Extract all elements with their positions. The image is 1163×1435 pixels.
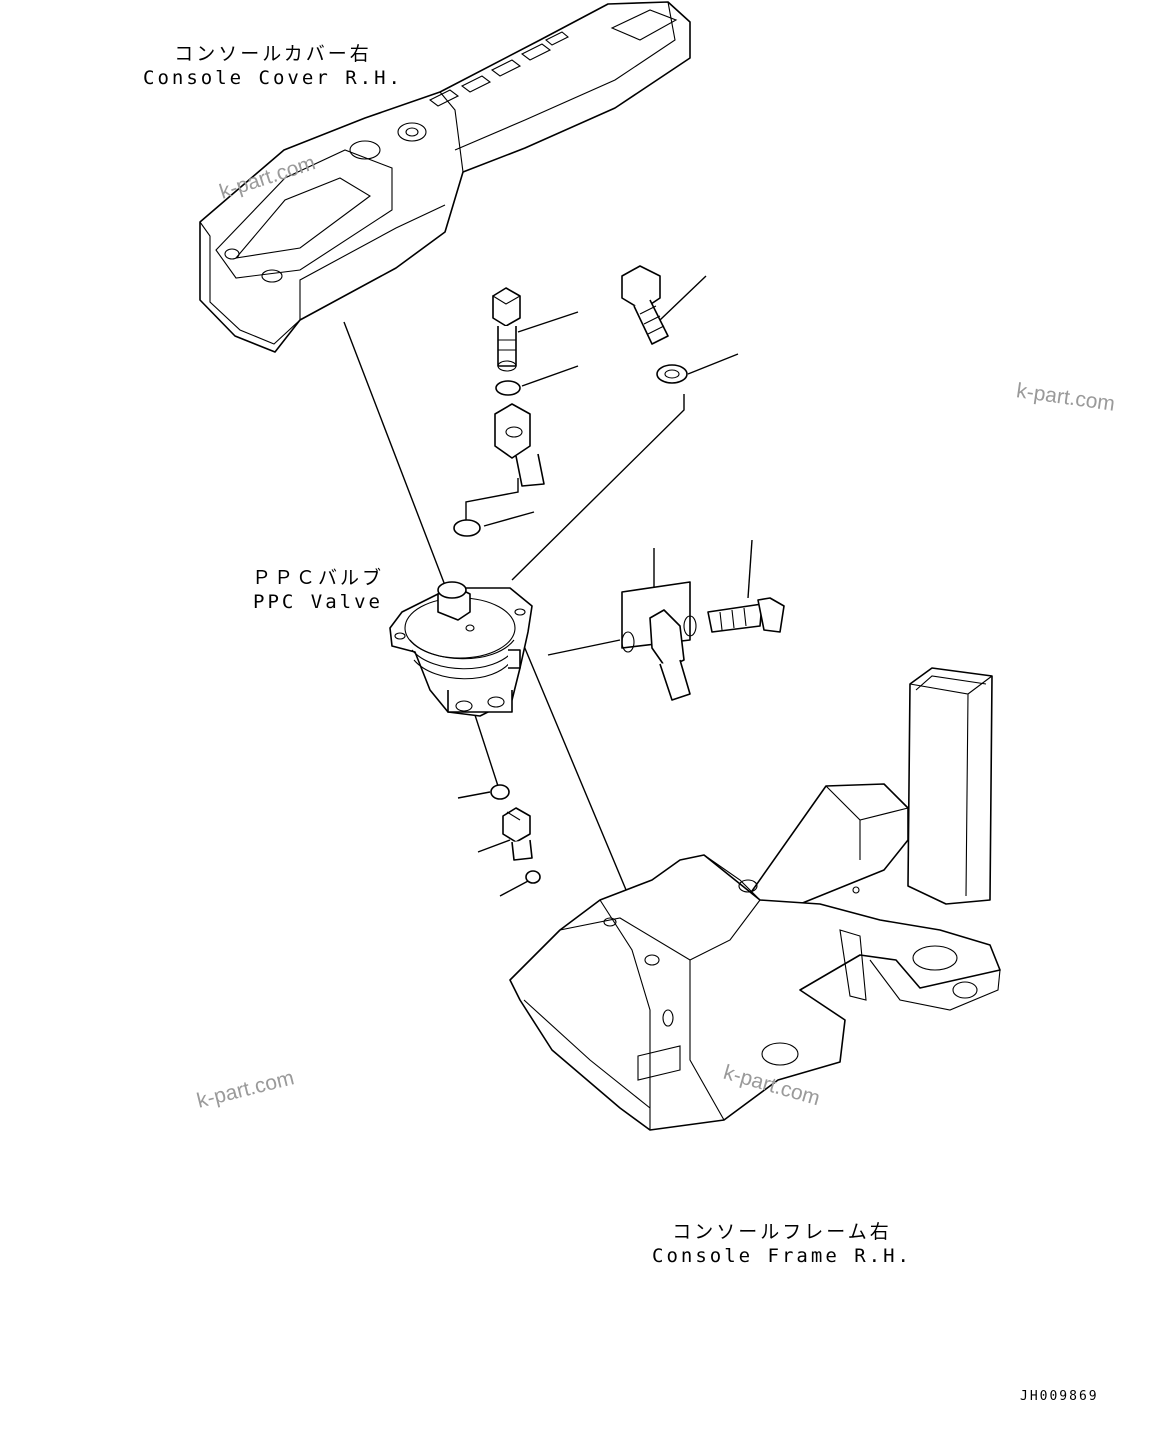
o-ring-part-2 [453, 519, 481, 537]
o-ring-part-4 [525, 870, 541, 884]
ppc-valve-en: PPC Valve [253, 591, 383, 613]
washer-part [656, 364, 688, 384]
ppc-valve-label: ＰＰＣバルブ PPC Valve [252, 566, 384, 614]
o-ring-part-3 [490, 784, 510, 800]
ppc-valve-part [389, 581, 533, 717]
console-cover-en: Console Cover R.H. [143, 67, 403, 89]
o-ring-part [495, 380, 521, 396]
bolt-part-2 [707, 597, 785, 633]
elbow-fitting-part [494, 403, 545, 487]
console-cover-jp: コンソールカバー右 [174, 43, 372, 65]
console-frame-part [509, 667, 1001, 1131]
ppc-valve-jp: ＰＰＣバルブ [251, 567, 385, 589]
bolt-part [492, 287, 521, 372]
console-cover-part [199, 1, 691, 353]
hex-bolt-part [621, 265, 669, 345]
pin-rod-part [649, 609, 691, 701]
console-frame-label: コンソールフレーム右 Console Frame R.H. [652, 1220, 912, 1268]
adapter-fitting-part [502, 807, 533, 861]
console-frame-en: Console Frame R.H. [652, 1245, 912, 1267]
drawing-code: JH009869 [1020, 1389, 1099, 1404]
console-frame-jp: コンソールフレーム右 [672, 1221, 892, 1243]
console-cover-label: コンソールカバー右 Console Cover R.H. [143, 42, 403, 90]
